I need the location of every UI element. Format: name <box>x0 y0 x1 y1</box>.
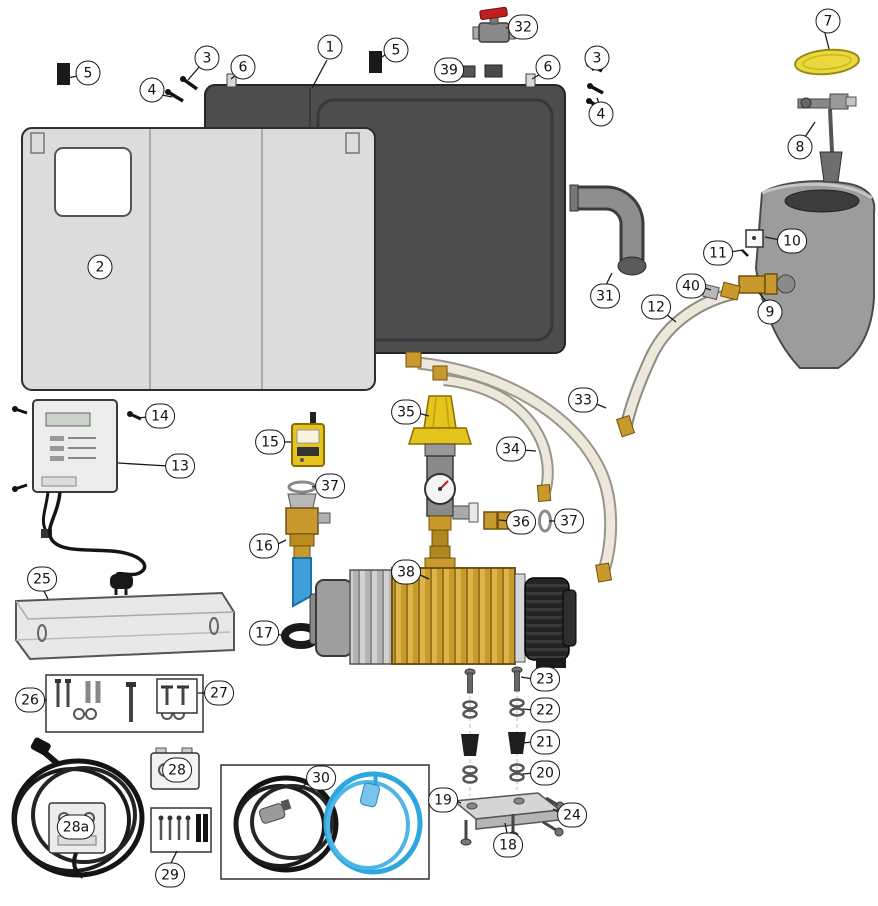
callout-14: 14 <box>145 403 175 429</box>
callout-39: 39 <box>434 57 464 83</box>
mount-screws-left <box>165 76 199 103</box>
float-valve <box>797 93 857 183</box>
callout-12: 12 <box>641 294 671 320</box>
lid-seal <box>794 48 860 76</box>
callout-3-right: 3 <box>584 45 610 71</box>
callout-35: 35 <box>391 399 421 425</box>
sensor <box>291 412 325 467</box>
callout-5-mid: 5 <box>383 37 409 63</box>
callout-19: 19 <box>428 787 458 813</box>
wall-bracket-small <box>741 229 764 257</box>
connectors-box <box>150 807 212 853</box>
callout-11: 11 <box>703 240 733 266</box>
callout-38: 38 <box>391 559 421 585</box>
callout-31: 31 <box>590 283 620 309</box>
foam-pads <box>57 51 382 85</box>
pump <box>309 545 577 668</box>
callout-30: 30 <box>306 765 336 791</box>
callout-22: 22 <box>530 697 560 723</box>
callout-1: 1 <box>317 34 343 60</box>
callout-8: 8 <box>787 134 813 160</box>
callout-33: 33 <box>568 387 598 413</box>
callout-32: 32 <box>508 14 538 40</box>
hose-short <box>432 365 554 503</box>
hose-long <box>405 351 618 583</box>
pressure-controller <box>407 395 479 547</box>
mounting-hardware <box>452 666 565 846</box>
front-panel <box>21 127 376 391</box>
small-fittings <box>461 64 503 78</box>
callout-4-left: 4 <box>139 77 165 103</box>
callout-10: 10 <box>777 228 807 254</box>
callout-26: 26 <box>15 687 45 713</box>
suction-hose <box>615 281 742 438</box>
callout-21: 21 <box>530 729 560 755</box>
callout-15: 15 <box>255 429 285 455</box>
callout-3-left: 3 <box>194 45 220 71</box>
callout-28a: 28a <box>56 814 96 840</box>
wall-bracket <box>15 591 235 661</box>
callout-13: 13 <box>165 453 195 479</box>
callout-27: 27 <box>204 680 234 706</box>
callout-9: 9 <box>757 299 783 325</box>
callout-7: 7 <box>815 8 841 34</box>
callout-18: 18 <box>493 832 523 858</box>
callout-17: 17 <box>249 620 279 646</box>
callout-37-right: 37 <box>554 508 584 534</box>
ball-valve <box>472 6 516 43</box>
gasket-washer <box>538 509 552 533</box>
outlet-elbow <box>569 184 647 276</box>
tank-shell <box>754 180 876 369</box>
callout-16: 16 <box>249 533 279 559</box>
callout-40: 40 <box>676 273 706 299</box>
callout-34: 34 <box>496 436 526 462</box>
callout-6-left: 6 <box>230 54 256 80</box>
inlet-fitting <box>738 273 796 295</box>
fixings-box-small <box>156 678 198 714</box>
callout-28: 28 <box>162 757 192 783</box>
callout-4-right: 4 <box>588 101 614 127</box>
callout-37-left: 37 <box>315 473 345 499</box>
callout-6-right: 6 <box>535 54 561 80</box>
callout-29: 29 <box>155 862 185 888</box>
controller <box>12 399 147 595</box>
callout-23: 23 <box>530 666 560 692</box>
callout-2: 2 <box>87 254 113 280</box>
callout-36: 36 <box>506 509 536 535</box>
power-cable-coil <box>11 737 145 879</box>
callout-24: 24 <box>557 802 587 828</box>
callout-5-left: 5 <box>75 60 101 86</box>
callout-20: 20 <box>530 760 560 786</box>
callout-25: 25 <box>27 566 57 592</box>
